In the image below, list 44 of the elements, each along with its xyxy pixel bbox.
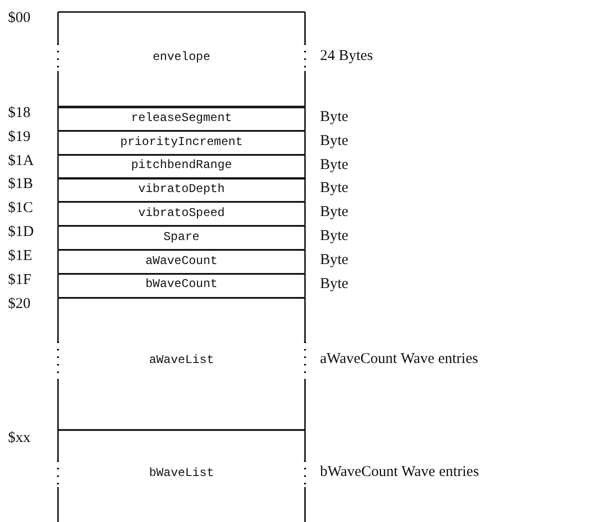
size-note: Byte xyxy=(320,180,348,198)
size-note: bWaveCount Wave entries xyxy=(320,464,479,482)
offset-label: $1A xyxy=(8,152,34,170)
size-note: aWaveCount Wave entries xyxy=(320,351,478,368)
offset-label: $1E xyxy=(8,248,32,265)
offset-label: $1F xyxy=(8,272,32,289)
size-note: Byte xyxy=(320,228,348,245)
memory-field xyxy=(58,178,305,202)
memory-field xyxy=(58,202,305,226)
offset-label: $18 xyxy=(8,105,30,122)
field-name: releaseSegment xyxy=(130,110,233,125)
field-name: aWaveList xyxy=(148,353,215,368)
offset-label: $20 xyxy=(8,296,30,313)
field-name: priorityIncrement xyxy=(119,134,244,149)
field-name: bWaveCount xyxy=(144,277,218,292)
memory-region xyxy=(58,430,305,522)
memory-region xyxy=(58,12,305,107)
offset-label: $19 xyxy=(8,128,30,146)
memory-field xyxy=(58,154,305,178)
offset-label: $xx xyxy=(8,430,30,447)
memory-field xyxy=(58,107,305,131)
memory-field xyxy=(58,250,305,274)
size-note: Byte xyxy=(320,156,348,174)
field-name: bWaveList xyxy=(148,466,215,480)
size-note: 24 Bytes xyxy=(320,48,373,65)
field-name: aWaveCount xyxy=(144,254,218,268)
field-name: envelope xyxy=(152,50,212,64)
size-note: Byte xyxy=(320,108,348,126)
field-name: vibratoDepth xyxy=(137,182,226,196)
offset-label: $1B xyxy=(8,176,34,194)
memory-field xyxy=(58,226,305,250)
size-note: Byte xyxy=(320,276,348,292)
size-note: Byte xyxy=(320,252,348,269)
offset-label: $00 xyxy=(8,10,30,27)
offset-label: $1C xyxy=(8,200,34,218)
size-note: Byte xyxy=(320,132,348,150)
memory-field xyxy=(58,274,305,298)
field-name: pitchbendRange xyxy=(130,158,233,172)
memory-field xyxy=(58,130,305,155)
memory-region xyxy=(58,298,305,430)
size-note: Byte xyxy=(320,204,348,222)
field-name: vibratoSpeed xyxy=(137,206,226,220)
field-name: Spare xyxy=(162,230,200,244)
offset-label: $1D xyxy=(8,224,34,241)
